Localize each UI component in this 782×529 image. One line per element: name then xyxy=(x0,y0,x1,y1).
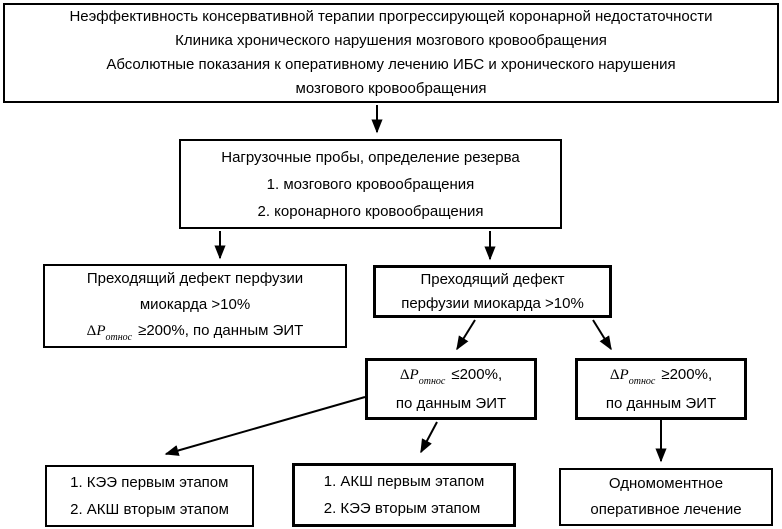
p-symbol: P xyxy=(409,367,419,383)
box-one-stage-surgery: Одномоментное оперативное лечение xyxy=(559,468,773,526)
perfusion-right-line-2: перфузии миокарда >10% xyxy=(401,294,584,312)
stress-tests-item-2: 2. коронарного кровообращения xyxy=(257,202,484,220)
box-dp-ge-200: ΔPотнос ≥200%, по данным ЭИТ xyxy=(575,358,747,420)
perfusion-left-line-1: Преходящий дефект перфузии xyxy=(86,270,304,287)
dp-ge-200-line-2: по данным ЭИТ xyxy=(605,395,717,412)
p-symbol: P xyxy=(96,323,106,339)
one-stage-line-1: Одномоментное xyxy=(608,475,724,492)
cea-first-list: 1. КЭЭ первым этапом 2. АКШ вторым этапо… xyxy=(70,469,229,523)
formula-subscript: относ xyxy=(628,376,656,387)
box-perfusion-defect: Преходящий дефект перфузии миокарда >10% xyxy=(373,265,612,318)
dp-le-200-formula: ΔPотнос ≤200%, xyxy=(400,361,502,390)
box-cabg-first-stage: 1. АКШ первым этапом 2. КЭЭ вторым этапо… xyxy=(292,463,516,527)
cabg-first-item-2: 2. КЭЭ вторым этапом xyxy=(323,500,481,517)
indication-line-1: Неэффективность консервативной терапии п… xyxy=(69,8,713,25)
cabg-first-item-1: 1. АКШ первым этапом xyxy=(323,473,485,490)
one-stage-line-2: оперативное лечение xyxy=(590,501,742,518)
dp-le-200-line-2: по данным ЭИТ xyxy=(395,395,507,412)
p-symbol: P xyxy=(619,367,629,383)
indication-line-3: Абсолютные показания к оперативному лече… xyxy=(106,56,676,73)
box-cea-first-stage: 1. КЭЭ первым этапом 2. АКШ вторым этапо… xyxy=(45,465,254,527)
formula-condition: ≤200%, xyxy=(451,366,503,383)
cabg-first-list: 1. АКШ первым этапом 2. КЭЭ вторым этапо… xyxy=(324,468,485,522)
box-dp-le-200: ΔPотнос ≤200%, по данным ЭИТ xyxy=(365,358,537,420)
delta-symbol: Δ xyxy=(399,367,410,383)
cea-first-item-2: 2. АКШ вторым этапом xyxy=(70,501,229,518)
formula-condition: ≥200%, по данным ЭИТ xyxy=(138,322,304,339)
cea-first-item-1: 1. КЭЭ первым этапом xyxy=(70,474,229,491)
indication-line-2: Клиника хронического нарушения мозгового… xyxy=(175,32,607,49)
formula-subscript: относ xyxy=(105,332,133,343)
formula-condition: ≥200%, xyxy=(661,366,713,383)
arrow-le200-to-cea-first xyxy=(164,396,366,456)
indication-line-4: мозгового кровообращения xyxy=(295,80,487,97)
stress-tests-title: Нагрузочные пробы, определение резерва xyxy=(221,148,520,166)
stress-tests-item-1: 1. мозгового кровообращения xyxy=(266,175,475,193)
box-surgery-indications: Неэффективность консервативной терапии п… xyxy=(3,3,779,103)
perfusion-left-formula: ΔPотнос ≥200%, по данным ЭИТ xyxy=(87,318,304,346)
perfusion-left-line-2: миокарда >10% xyxy=(139,296,251,313)
dp-ge-200-formula: ΔPотнос ≥200%, xyxy=(610,361,712,390)
arrow-perfusion-to-ge200 xyxy=(592,319,612,351)
arrow-le200-to-cabg-first xyxy=(420,421,438,454)
box-stress-tests: Нагрузочные пробы, определение резерва 1… xyxy=(179,139,562,229)
delta-symbol: Δ xyxy=(86,323,97,339)
box-perfusion-defect-eit: Преходящий дефект перфузии миокарда >10%… xyxy=(43,264,347,348)
delta-symbol: Δ xyxy=(609,367,620,383)
formula-subscript: относ xyxy=(418,376,446,387)
perfusion-right-line-1: Преходящий дефект xyxy=(420,270,565,288)
arrow-perfusion-to-le200 xyxy=(456,319,476,351)
